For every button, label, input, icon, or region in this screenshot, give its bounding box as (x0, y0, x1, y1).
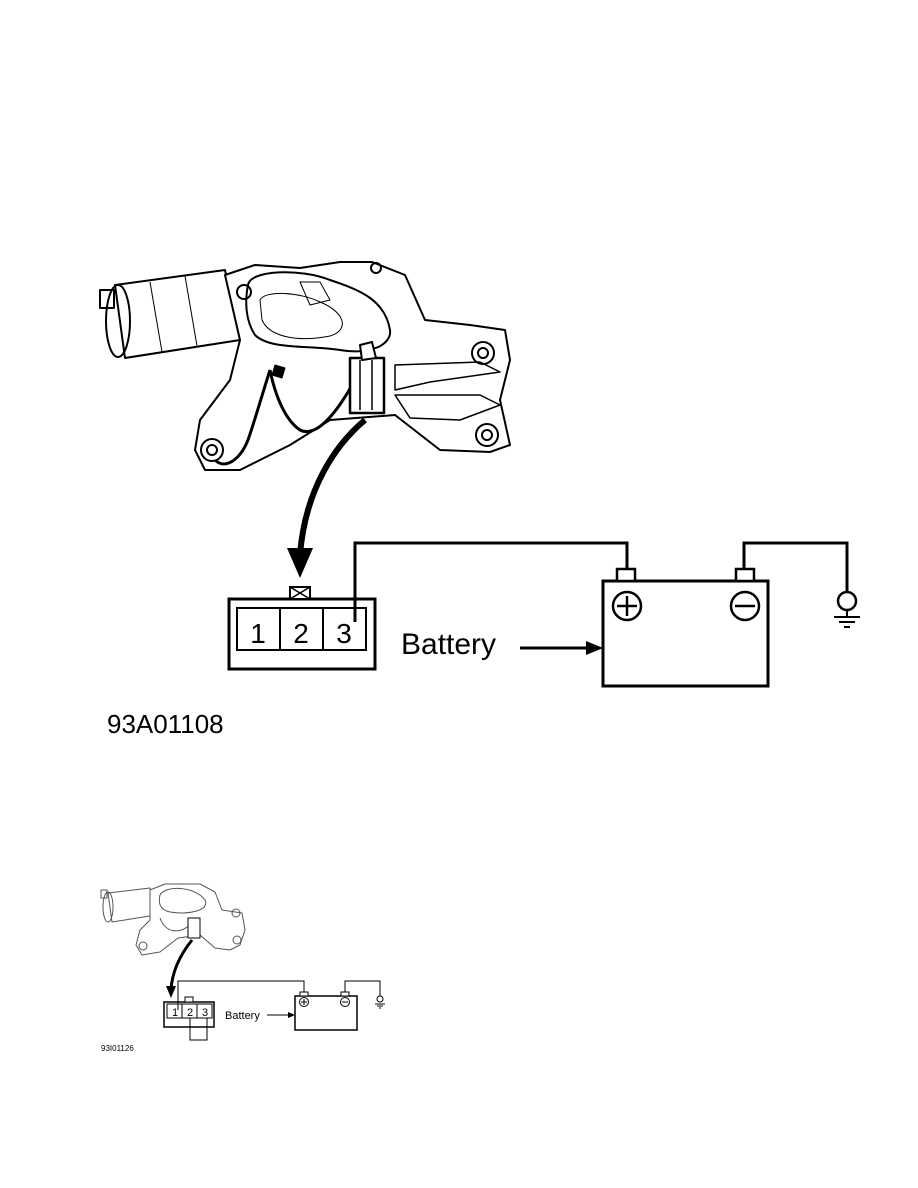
battery (601, 567, 770, 688)
ground-icon-small (375, 995, 385, 1009)
pin-label-3: 3 (336, 618, 352, 649)
figure-code: 93A01108 (107, 709, 224, 739)
pin-label-1: 1 (250, 618, 266, 649)
connector-block: 1 2 3 (227, 586, 377, 671)
battery-wires-small (177, 980, 381, 1010)
wiper-motor-diagram-small: 1 2 3 Battery 93I01126 (100, 883, 385, 1053)
battery-label-small: Battery (225, 1010, 260, 1022)
connector-pointer-arrow (287, 417, 367, 578)
pin-label-small-1: 1 (172, 1007, 178, 1019)
connector-block-small: 1 2 3 (163, 996, 215, 1028)
wiper-motor-diagram-large: 1 2 3 Battery 93A01108 (99, 261, 860, 739)
jumper-wire-small (189, 1018, 208, 1041)
battery-label: Battery (401, 628, 496, 661)
wiper-motor-illustration-small (100, 883, 246, 956)
pin-label-2: 2 (293, 618, 309, 649)
connector-pointer-arrow-small (166, 939, 194, 998)
pin-label-small-2: 2 (187, 1007, 193, 1019)
battery-small (294, 991, 358, 1031)
battery-wires (353, 541, 849, 622)
battery-arrow (520, 641, 603, 655)
ground-icon (834, 590, 860, 628)
battery-arrow-small (267, 1012, 295, 1018)
wiper-motor-illustration (99, 261, 511, 471)
figure-code-small: 93I01126 (101, 1044, 134, 1053)
pin-label-small-3: 3 (202, 1007, 208, 1019)
